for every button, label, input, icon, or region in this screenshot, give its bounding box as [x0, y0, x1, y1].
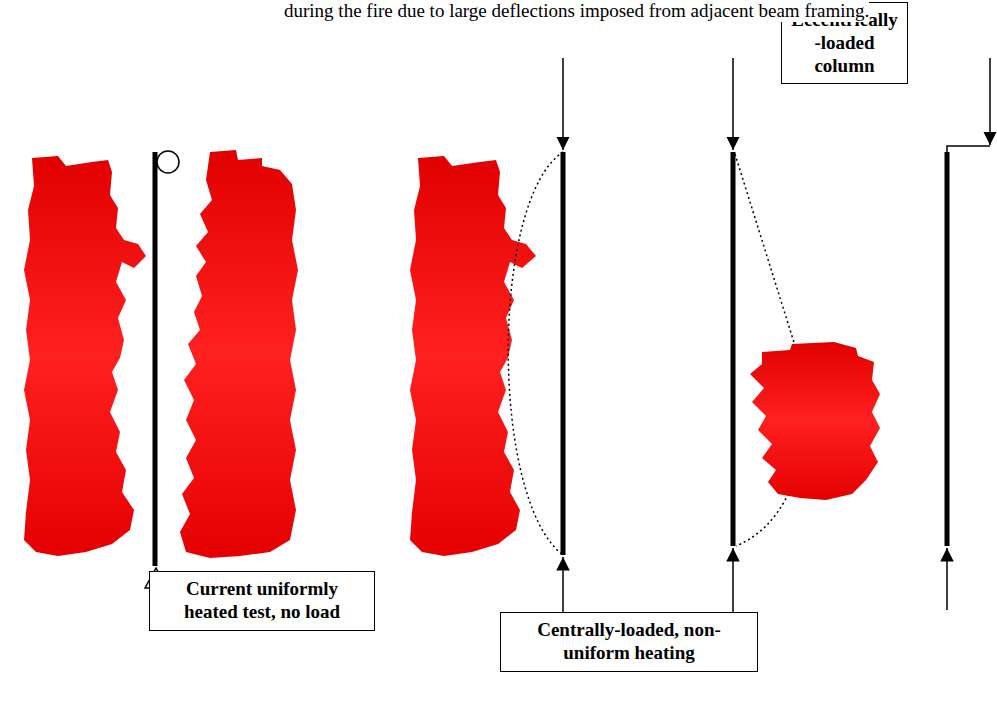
- box-text: Centrally-loaded, non-uniform heating: [509, 619, 749, 665]
- fire: [750, 342, 880, 500]
- load-arrow: [562, 58, 564, 150]
- eccentric-bracket: [947, 146, 972, 152]
- caption-text: during the fire due to large deflections…: [284, 0, 869, 22]
- deflected-shape: [508, 152, 563, 555]
- eccentric-bracket: [972, 145, 990, 147]
- load-arrow: [732, 58, 734, 150]
- fire: [24, 156, 146, 556]
- column: [561, 152, 566, 555]
- load-arrow: [989, 58, 991, 145]
- label-box: Current uniformly heated test, no load: [149, 571, 375, 631]
- column: [945, 152, 950, 546]
- reaction-arrow: [562, 557, 564, 612]
- fire: [180, 150, 298, 558]
- reaction-arrow: [732, 548, 734, 612]
- pin-support: [157, 151, 179, 173]
- box-text: Current uniformly heated test, no load: [158, 578, 366, 624]
- column: [731, 152, 736, 546]
- label-box: Centrally-loaded, non-uniform heating: [500, 612, 758, 672]
- column: [153, 152, 158, 566]
- fire: [410, 156, 536, 556]
- reaction-arrow: [946, 548, 948, 610]
